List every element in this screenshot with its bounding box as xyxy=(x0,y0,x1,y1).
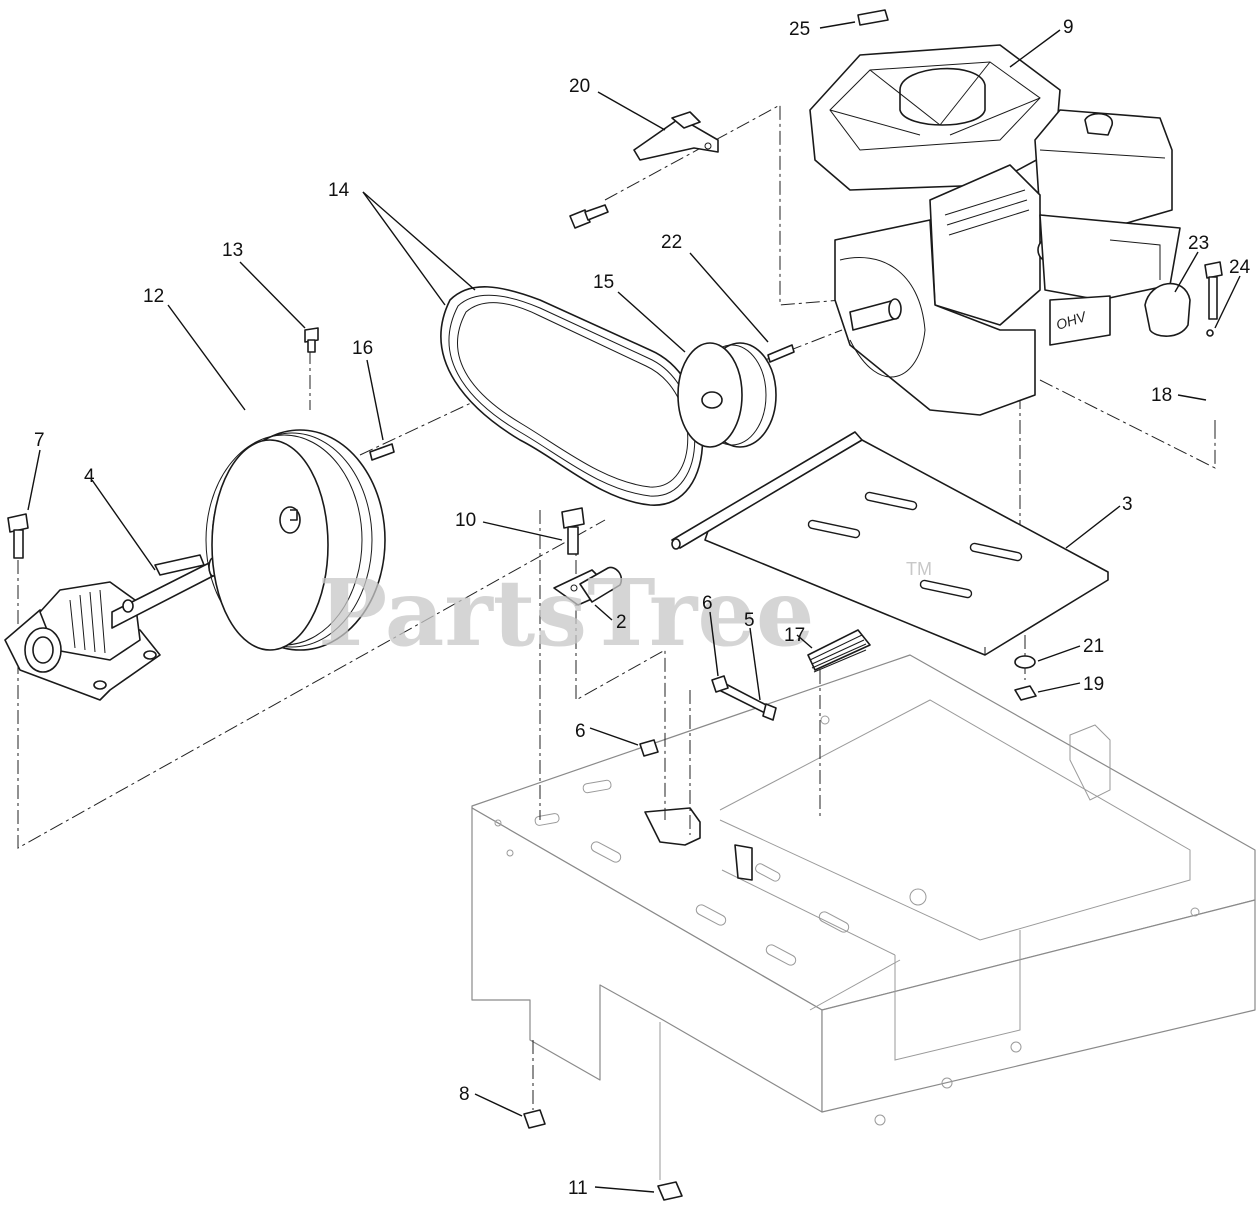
bracket-20 xyxy=(633,111,719,161)
bolt-20 xyxy=(569,204,609,229)
nut-11 xyxy=(657,1181,683,1201)
frame-assembly xyxy=(471,654,1256,1180)
callout-5: 5 xyxy=(744,610,755,631)
callout-7: 7 xyxy=(34,430,45,451)
v-belt xyxy=(440,286,704,506)
callout-leaders xyxy=(27,21,1241,1193)
callout-17: 17 xyxy=(784,625,805,646)
drive-pulley xyxy=(677,342,777,448)
screw-24 xyxy=(1206,329,1214,337)
callout-3: 3 xyxy=(1122,494,1133,515)
watermark-logo: PartsTree xyxy=(318,559,814,667)
decal-25 xyxy=(857,9,889,26)
pillow-block-shaft xyxy=(4,554,218,701)
bolt-10 xyxy=(561,507,585,555)
callout-8: 8 xyxy=(459,1084,470,1105)
callout-6a: 6 xyxy=(702,593,713,614)
callout-14: 14 xyxy=(328,180,350,201)
key-16 xyxy=(369,443,395,461)
callout-18: 18 xyxy=(1151,385,1172,406)
callout-4: 4 xyxy=(84,466,95,487)
setscrew-13 xyxy=(304,327,319,353)
washer-21 xyxy=(1014,655,1036,669)
callout-6b: 6 xyxy=(575,721,586,742)
callout-22: 22 xyxy=(661,232,682,253)
callout-20: 20 xyxy=(569,76,590,97)
cover-23 xyxy=(1144,282,1191,337)
callout-15: 15 xyxy=(593,272,614,293)
callout-12: 12 xyxy=(143,286,164,307)
bolt-7 xyxy=(7,513,29,559)
watermark-trademark: TM xyxy=(906,559,932,579)
callout-9: 9 xyxy=(1063,17,1074,38)
callout-19: 19 xyxy=(1083,674,1104,695)
callout-16: 16 xyxy=(352,338,373,359)
bracket-2 xyxy=(553,566,623,606)
callout-2: 2 xyxy=(616,612,627,633)
bolt-18 xyxy=(1204,261,1223,320)
callout-labels: 2 3 4 5 6 6 7 8 9 10 11 12 13 14 15 16 1… xyxy=(34,17,1251,1199)
nut-6-upper xyxy=(711,675,729,693)
callout-10: 10 xyxy=(455,510,476,531)
callout-24: 24 xyxy=(1229,257,1251,278)
spring-17 xyxy=(807,629,871,673)
engine-plate xyxy=(671,431,1109,656)
key-22 xyxy=(767,344,795,363)
nut-6-lower xyxy=(639,739,659,757)
callout-13: 13 xyxy=(222,240,243,261)
callout-23: 23 xyxy=(1188,233,1209,254)
nut-8 xyxy=(523,1109,546,1129)
callout-11: 11 xyxy=(568,1178,588,1199)
nut-19 xyxy=(1014,685,1037,701)
callout-21: 21 xyxy=(1083,636,1104,657)
callout-25: 25 xyxy=(789,19,810,40)
driven-pulley xyxy=(205,429,386,651)
engine: OHV xyxy=(809,44,1181,416)
